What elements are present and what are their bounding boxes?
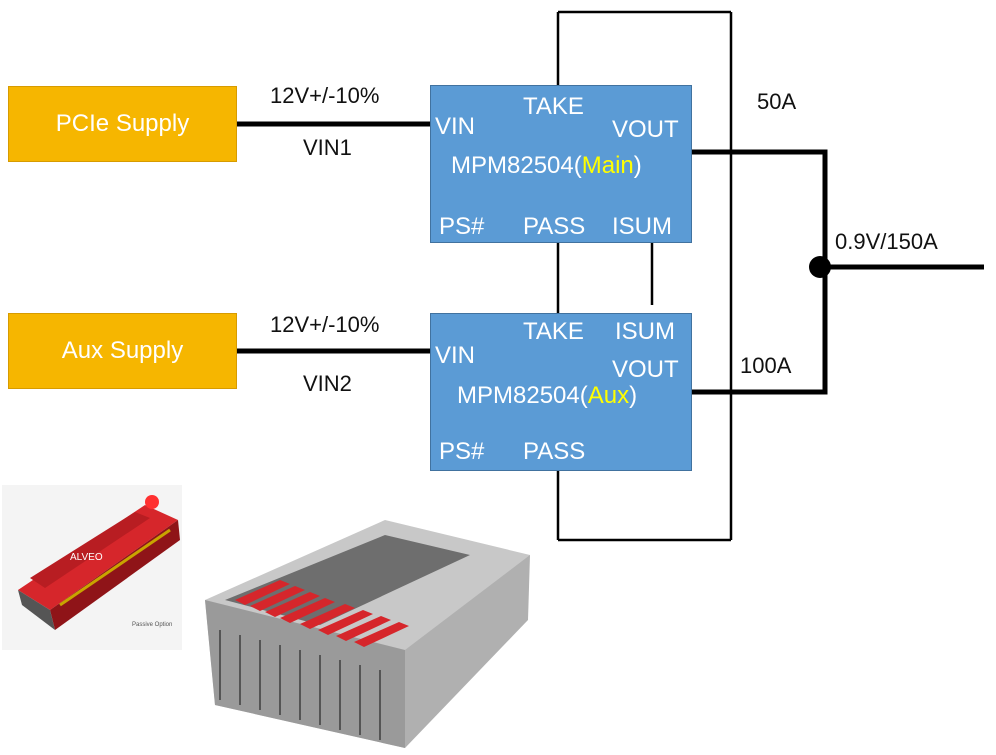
main-pass-pin: PASS (523, 213, 586, 240)
aux-part-number: MPM82504(Aux) (457, 382, 638, 409)
pcie-supply-box: PCIe Supply (8, 86, 237, 162)
aux-role-label: Aux (587, 382, 630, 409)
main-current-label: 50A (757, 89, 797, 114)
aux-current-label: 100A (740, 353, 792, 378)
server-chassis-image (205, 520, 530, 748)
main-vin-pin: VIN (435, 113, 476, 140)
alveo-card-image: ALVEO Passive Option (2, 485, 182, 650)
aux-supply-box: Aux Supply (8, 313, 237, 389)
mpm82504-main-chip: TAKE VIN VOUT MPM82504(Main) PS# PASS IS… (430, 85, 692, 243)
main-part-number: MPM82504(Main) (451, 152, 642, 179)
main-take-pin: TAKE (523, 93, 584, 120)
aux-take-pin: TAKE (523, 318, 584, 345)
main-vout-pin: VOUT (612, 116, 679, 143)
vin2-voltage-label: 12V+/-10% (270, 312, 380, 337)
mpm82504-aux-chip: TAKE ISUM VIN VOUT MPM82504(Aux) PS# PAS… (430, 313, 692, 471)
pcie-supply-label: PCIe Supply (55, 110, 190, 137)
aux-ps-pin: PS# (439, 438, 485, 465)
main-isum-pin: ISUM (612, 213, 672, 240)
vin1-label: VIN1 (303, 135, 352, 160)
card-brand-label: ALVEO (70, 552, 103, 563)
aux-isum-pin: ISUM (615, 318, 675, 345)
aux-vout-pin: VOUT (612, 356, 679, 383)
card-caption: Passive Option (132, 622, 172, 628)
aux-pass-pin: PASS (523, 438, 586, 465)
combined-output-label: 0.9V/150A (835, 229, 938, 254)
vin2-label: VIN2 (303, 371, 352, 396)
vin1-voltage-label: 12V+/-10% (270, 83, 380, 108)
aux-supply-label: Aux Supply (61, 337, 184, 364)
aux-vin-pin: VIN (435, 342, 476, 369)
main-ps-pin: PS# (439, 213, 485, 240)
main-role-label: Main (581, 152, 634, 179)
output-junction-node (809, 256, 831, 278)
